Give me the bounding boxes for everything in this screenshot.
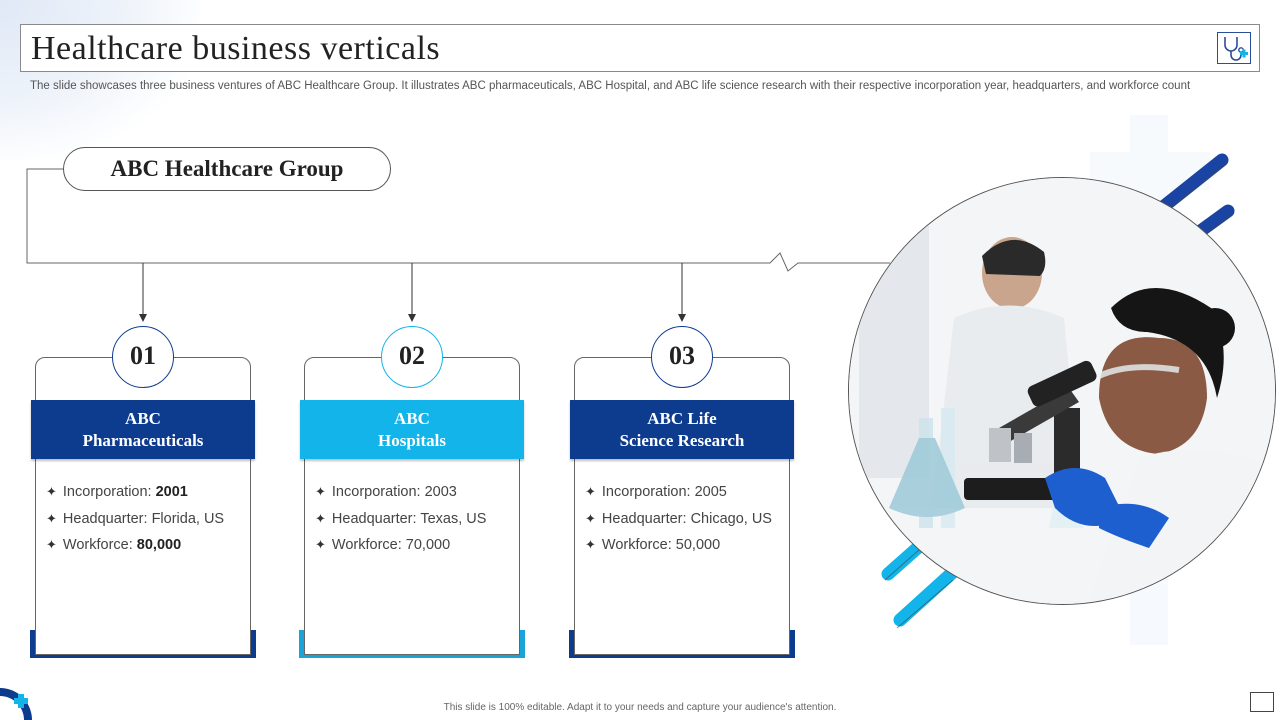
incorporation-row: ✦Incorporation: 2003: [315, 484, 457, 500]
sparkle-icon: ✦: [315, 484, 326, 499]
card-base-1: [30, 630, 256, 658]
stethoscope-icon: [1217, 32, 1251, 64]
headquarter-row: ✦Headquarter: Florida, US: [46, 510, 225, 527]
vertical-number-1: 01: [112, 326, 174, 388]
sparkle-icon: ✦: [585, 510, 596, 526]
incorporation-row: ✦Incorporation: 2001: [46, 484, 188, 500]
microscope-figure: [959, 360, 1097, 500]
vertical-title-2: ABC Hospitals: [300, 400, 524, 459]
vertical-name-line2: Science Research: [619, 431, 745, 450]
male-researcher-figure: [932, 237, 1082, 508]
vertical-number-2: 02: [381, 326, 443, 388]
vertical-title-3: ABC Life Science Research: [570, 400, 794, 459]
vertical-name-line2: Hospitals: [377, 431, 447, 450]
vertical-name-line1: ABC: [394, 409, 430, 428]
card-base-3: [569, 630, 795, 658]
sparkle-icon: ✦: [46, 484, 57, 499]
corner-square-decoration: [1250, 692, 1274, 712]
workforce-row: ✦Workforce: 50,000: [585, 537, 721, 553]
page-title: Healthcare business verticals: [31, 30, 441, 67]
headquarter-row: ✦Headquarter: Texas, US: [315, 510, 487, 527]
headquarter-row: ✦Headquarter: Chicago, US: [585, 510, 772, 527]
footer-note: This slide is 100% editable. Adapt it to…: [443, 702, 837, 713]
workforce-row: ✦Workforce: 80,000: [46, 537, 182, 553]
group-label: ABC Healthcare Group: [63, 147, 391, 191]
title-bar: Healthcare business verticals: [20, 24, 1260, 72]
sparkle-icon: ✦: [46, 537, 57, 552]
vertical-name-line1: ABC Life: [647, 409, 717, 428]
incorporation-row: ✦Incorporation: 2005: [585, 484, 727, 500]
vertical-details-2: ✦Incorporation: 2003 ✦Headquarter: Texas…: [315, 484, 515, 564]
lab-researchers-photo: [848, 177, 1276, 605]
sparkle-icon: ✦: [315, 537, 326, 552]
sparkle-icon: ✦: [46, 510, 57, 526]
card-base-2: [299, 630, 525, 658]
slide-description: The slide showcases three business ventu…: [30, 80, 1191, 92]
sparkle-icon: ✦: [315, 510, 326, 526]
vertical-name-line2: Pharmaceuticals: [82, 431, 204, 450]
sparkle-icon: ✦: [585, 537, 596, 552]
corner-logo-icon: [0, 688, 32, 720]
vertical-number-3: 03: [651, 326, 713, 388]
vertical-details-1: ✦Incorporation: 2001 ✦Headquarter: Flori…: [46, 484, 246, 564]
sparkle-icon: ✦: [585, 484, 596, 499]
workforce-row: ✦Workforce: 70,000: [315, 537, 451, 553]
vertical-title-1: ABC Pharmaceuticals: [31, 400, 255, 459]
vertical-name-line1: ABC: [125, 409, 161, 428]
vertical-details-3: ✦Incorporation: 2005 ✦Headquarter: Chica…: [585, 484, 785, 564]
